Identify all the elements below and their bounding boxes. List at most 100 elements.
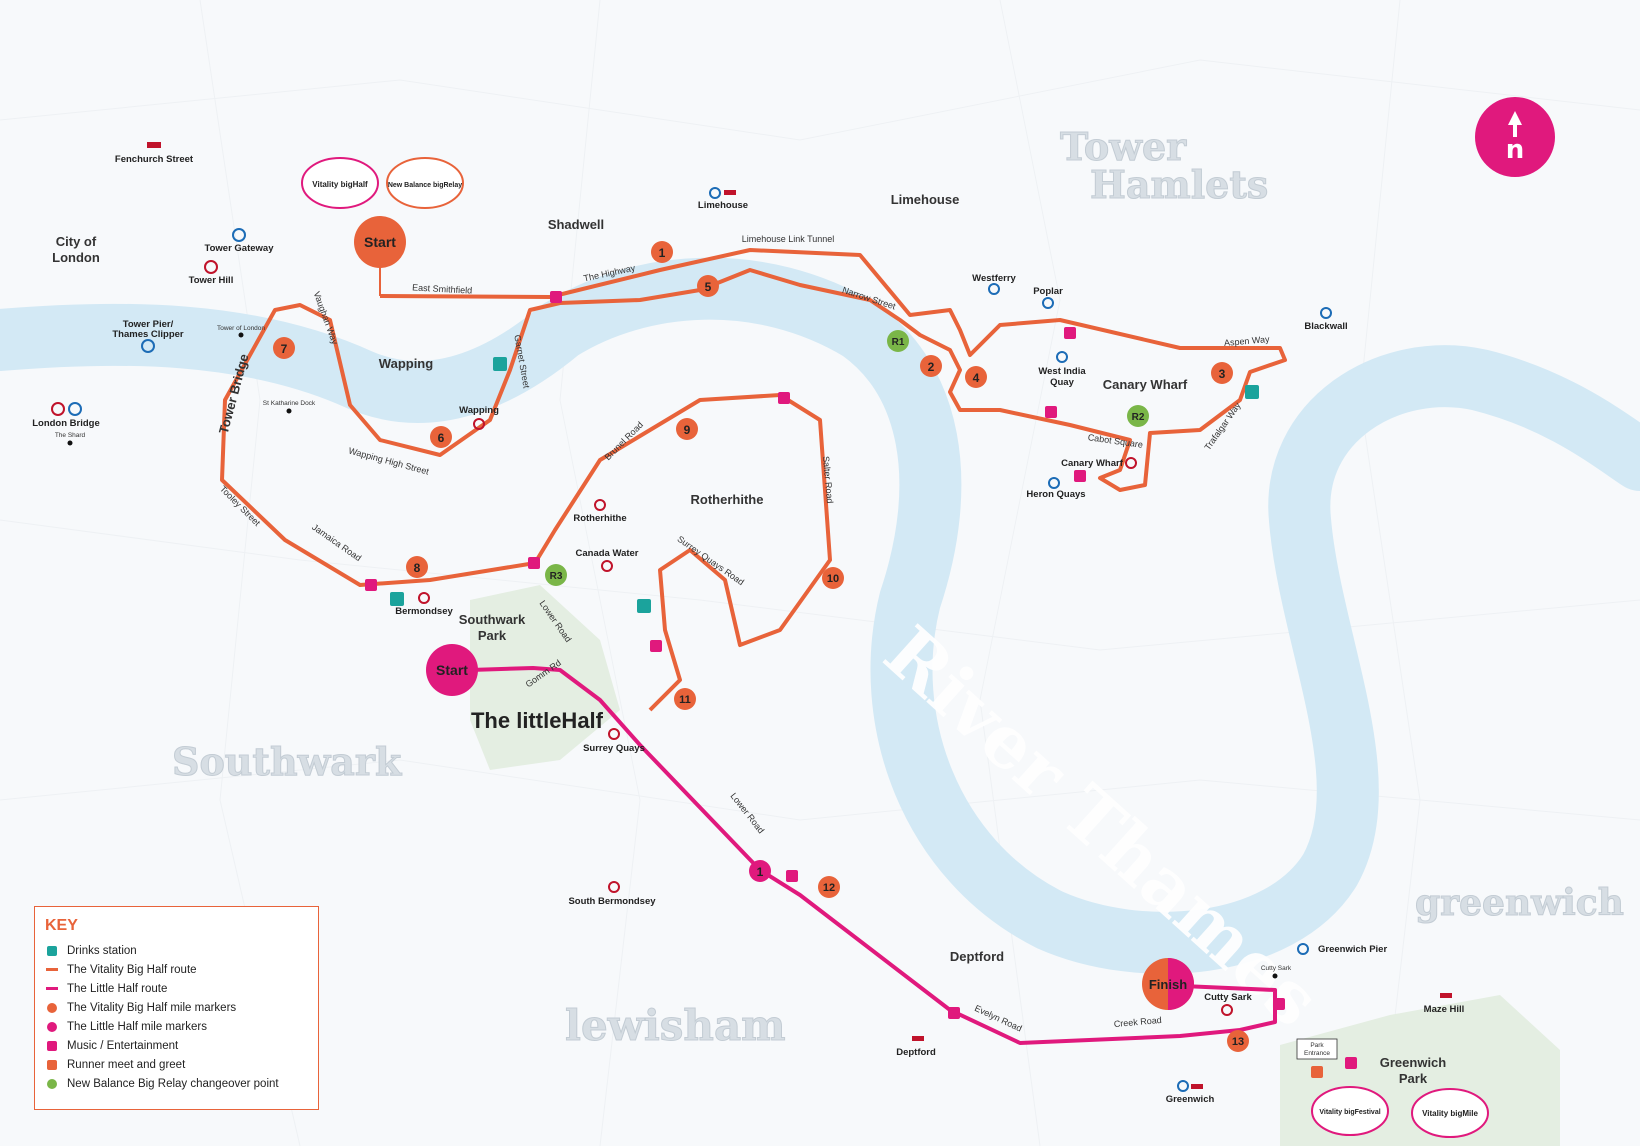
landmark-dot (286, 408, 292, 414)
mile-marker-3: 3 (1211, 362, 1233, 384)
southwark-park-area (470, 585, 620, 770)
park-entrance-box (1296, 1038, 1338, 1060)
mile-marker-9-label: 9 (684, 423, 691, 437)
borough-tower-hamlets-line2: Hamlets (1090, 162, 1268, 207)
underground-icon (1056, 351, 1068, 363)
key-item: The Vitality Big Half mile markers (45, 998, 308, 1017)
station-canary-wharf: Canary Wharf (1061, 458, 1124, 469)
place-labels: City of London Shadwell Limehouse Wappin… (52, 192, 1446, 1086)
mile-marker-8-label: 8 (414, 561, 421, 575)
music-icon (786, 870, 798, 882)
key-symbol-icon (45, 983, 59, 995)
mile-marker-3-label: 3 (1219, 367, 1226, 381)
relay-point-r3-label: R3 (550, 571, 563, 582)
rail-icon (912, 1036, 924, 1041)
road-aspen-way: Aspen Way (1224, 334, 1271, 348)
underground-icon (709, 187, 721, 199)
key-item: The Little Half mile markers (45, 1017, 308, 1036)
place-city-of-london-line1: City of (56, 234, 97, 249)
mile-marker-10-label: 10 (827, 573, 839, 585)
key-item: The Little Half route (45, 979, 308, 998)
station-tower-hill: Tower Hill (189, 275, 234, 286)
big-festival-logo: Vitality bigFestival (1311, 1086, 1389, 1136)
mile-marker-10: 10 (822, 567, 844, 589)
underground-icon (608, 881, 620, 893)
key-title: KEY (45, 917, 78, 934)
road-limehouse-link-tunnel: Limehouse Link Tunnel (742, 234, 835, 244)
place-deptford: Deptford (950, 949, 1004, 964)
station-bermondsey: Bermondsey (395, 606, 453, 617)
road-surrey-quays-road: Surrey Quays Road (675, 534, 745, 588)
key-item: The Vitality Big Half route (45, 960, 308, 979)
music-icon (365, 579, 377, 591)
rail-icon (724, 190, 736, 195)
underground-icon (1042, 297, 1054, 309)
landmark-dot (67, 440, 73, 446)
north-compass-icon: n (1475, 97, 1555, 177)
landmark-dot (238, 332, 244, 338)
vitality-big-half-logo: Vitality bigHalf (301, 157, 379, 209)
key-symbol-icon (45, 1002, 59, 1014)
music-icon (1273, 998, 1285, 1010)
station-the-shard: The Shard (55, 432, 86, 439)
borough-greenwich: greenwich (1415, 882, 1624, 924)
little-half-logo-text: The littleHalf (471, 708, 604, 733)
place-southwark-park-line2: Park (478, 628, 507, 643)
underground-icon (473, 418, 485, 430)
big-mile-logo: Vitality bigMile (1411, 1088, 1489, 1138)
key-item-label: The Little Half route (67, 982, 168, 995)
underground-icon (594, 499, 606, 511)
key-item: Runner meet and greet (45, 1055, 308, 1074)
place-canary-wharf: Canary Wharf (1103, 377, 1188, 392)
station-westferry: Westferry (972, 273, 1016, 284)
station-cutty-sark-small: Cutty Sark (1261, 965, 1292, 972)
station-deptford: Deptford (896, 1047, 936, 1058)
station-tower-pier-line2: Thames Clipper (112, 329, 184, 340)
underground-icon (51, 402, 65, 416)
big-half-start-badge: Start (354, 216, 406, 268)
station-labels: Fenchurch Street Tower Gateway Tower Hil… (32, 154, 1464, 1105)
underground-icon (141, 339, 155, 353)
mile-marker-1-label: 1 (659, 246, 666, 260)
road-tooley-street: Tooley Street (218, 484, 263, 529)
station-limehouse: Limehouse (698, 200, 748, 211)
key-item-label: Runner meet and greet (67, 1058, 186, 1071)
mile-marker-1: 1 (651, 241, 673, 263)
mile-marker-9: 9 (676, 418, 698, 440)
borough-lewisham: lewisham (565, 1001, 786, 1050)
little-half-start-connector (469, 667, 534, 671)
music-icon (1074, 470, 1086, 482)
key-symbol-icon (45, 1040, 59, 1052)
station-wapping: Wapping (459, 405, 499, 416)
key-item-label: New Balance Big Relay changeover point (67, 1077, 279, 1090)
drinks-station-icon (1245, 385, 1259, 399)
music-points (365, 291, 1357, 1069)
big-relay-logo: New Balance bigRelay (386, 157, 464, 209)
place-city-of-london-line2: London (52, 250, 100, 265)
station-maze-hill: Maze Hill (1424, 1004, 1465, 1015)
music-icon (550, 291, 562, 303)
landmark-dot (1272, 973, 1278, 979)
little-half-route (469, 666, 1277, 1045)
underground-icon (68, 402, 82, 416)
road-lower-road-2: Lower Road (728, 791, 766, 835)
borough-southwark: Southwark (172, 739, 402, 784)
road-east-smithfield: East Smithfield (412, 282, 472, 295)
station-canada-water: Canada Water (576, 548, 639, 559)
station-west-india-quay-line2: Quay (1050, 377, 1074, 388)
park-entrance-line2: Entrance (1304, 1050, 1330, 1057)
mile-marker-2-label: 2 (928, 360, 935, 374)
station-tower-pier-line1: Tower Pier/ (123, 319, 174, 330)
key-item-label: The Vitality Big Half mile markers (67, 1001, 237, 1014)
key-symbol-icon (45, 1059, 59, 1071)
mile-marker-12: 12 (818, 876, 840, 898)
station-rotherhithe: Rotherhithe (573, 513, 626, 524)
underground-icon (1125, 457, 1137, 469)
big-relay-logo-text: New Balance bigRelay (388, 182, 462, 189)
road-jamaica-road: Jamaica Road (310, 522, 363, 563)
key-symbol-icon (45, 1021, 59, 1033)
drinks-station-icon (493, 357, 507, 371)
relay-point-r1: R1 (887, 330, 909, 352)
meet-and-greet-icon (1311, 1066, 1323, 1078)
